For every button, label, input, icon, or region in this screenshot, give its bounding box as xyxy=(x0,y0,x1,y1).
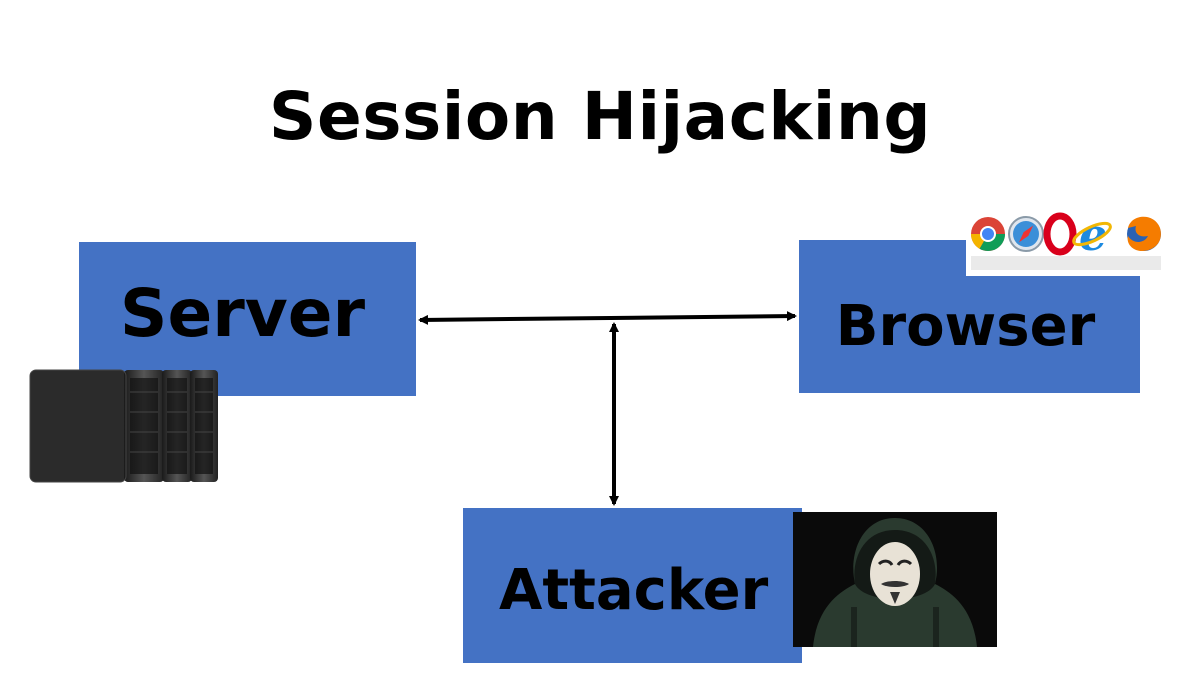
firefox-icon xyxy=(1127,216,1161,251)
chrome-icon xyxy=(971,217,1005,251)
safari-icon xyxy=(1008,216,1044,252)
server-browser-arrow xyxy=(418,311,797,325)
browser-label: Browser xyxy=(835,294,1096,359)
attacker-node: Attacker xyxy=(463,508,802,663)
browser-logos-icon: e xyxy=(966,206,1168,276)
server-label: Server xyxy=(119,274,366,352)
ie-icon: e xyxy=(1072,210,1112,261)
opera-icon xyxy=(1043,212,1077,256)
attacker-label: Attacker xyxy=(499,558,769,623)
server-rack-icon xyxy=(29,369,218,483)
hooded-hacker-icon xyxy=(793,512,997,647)
diagram-title: Session Hijacking xyxy=(268,78,932,155)
